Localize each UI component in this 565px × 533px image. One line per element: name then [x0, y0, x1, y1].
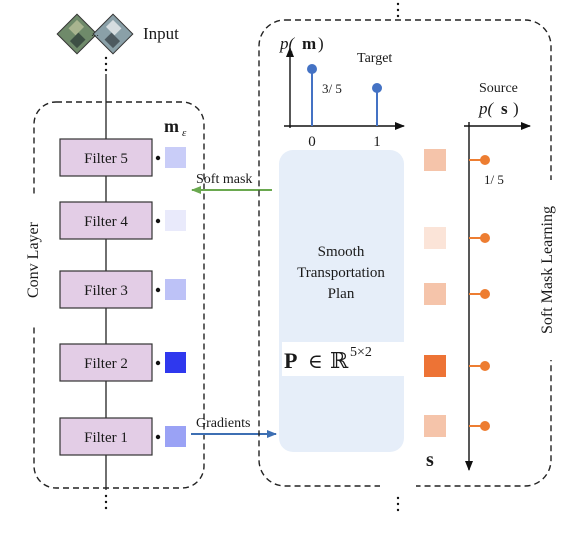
soft-mask-label: Soft mask — [196, 172, 252, 187]
input-images: ⋯ — [56, 13, 134, 55]
target-axis-label-close: ) — [318, 34, 324, 53]
filter-row: Filter 5 — [59, 138, 186, 177]
source-annotation: 1/ 5 — [484, 172, 504, 187]
source-chart: Source p( s ) 1/ 5 s — [424, 81, 531, 471]
source-stem-head — [480, 233, 490, 243]
dots-bottom-right — [396, 496, 400, 512]
multiply-dot — [155, 360, 161, 366]
target-stem-head — [372, 83, 382, 93]
mask-square — [165, 352, 186, 373]
plan-line-2: Transportation — [297, 265, 385, 281]
source-square — [424, 355, 446, 377]
mask-square — [165, 210, 186, 231]
multiply-dot — [155, 155, 161, 161]
source-stem-head — [480, 361, 490, 371]
dots-top-right — [396, 2, 400, 18]
soft-mask-learning-label: Soft Mask Learning — [539, 206, 556, 334]
plan-math-P: P — [284, 348, 297, 373]
mask-subscript: ε — [182, 127, 187, 139]
plan-line-3: Plan — [328, 286, 355, 302]
filter-label: Filter 5 — [84, 151, 128, 167]
filter-box — [59, 417, 153, 456]
target-title: Target — [357, 51, 392, 66]
mask-square — [165, 279, 186, 300]
multiply-dot — [155, 218, 161, 224]
source-stem-head — [480, 155, 490, 165]
filter-box — [59, 201, 153, 240]
target-tick-1: 1 — [373, 134, 381, 150]
mask-symbol: m — [164, 116, 179, 136]
input-label: Input — [143, 24, 179, 43]
filter-row: Filter 4 — [59, 201, 186, 240]
source-square — [424, 149, 446, 171]
filter-label: Filter 1 — [84, 430, 128, 446]
dots-top-left — [104, 56, 108, 72]
transport-plan-box — [279, 150, 404, 452]
multiply-dot — [155, 287, 161, 293]
dots-bottom-left — [104, 494, 108, 510]
target-tick-0: 0 — [308, 134, 316, 150]
source-square — [424, 283, 446, 305]
target-axis-label-var: m — [302, 34, 316, 53]
source-axis-label-var: s — [501, 99, 508, 118]
gradients-label: Gradients — [196, 416, 250, 431]
filter-box — [59, 270, 153, 309]
plan-math: P ∈ ℝ 5×2 — [284, 345, 372, 373]
target-stem-head — [307, 64, 317, 74]
mask-square — [165, 147, 186, 168]
plan-math-bg — [282, 342, 404, 376]
source-axis-label-close: ) — [513, 99, 519, 118]
filter-label: Filter 4 — [84, 214, 128, 230]
mask-square — [165, 426, 186, 447]
svg-text:⋯: ⋯ — [91, 31, 99, 40]
plan-math-exp: 5×2 — [350, 345, 372, 360]
source-title: Source — [479, 81, 518, 96]
filter-label: Filter 2 — [84, 356, 128, 372]
source-axis-label-p: p( — [478, 99, 495, 118]
filter-row: Filter 1 — [59, 417, 186, 456]
source-square — [424, 415, 446, 437]
filter-box — [59, 343, 153, 382]
source-square — [424, 227, 446, 249]
conv-layer-box — [33, 101, 205, 489]
multiply-dot — [155, 434, 161, 440]
filter-row: Filter 3 — [59, 270, 186, 309]
source-stem-head — [480, 289, 490, 299]
filter-box — [59, 138, 153, 177]
filter-label: Filter 3 — [84, 283, 128, 299]
filter-row: Filter 2 — [59, 343, 186, 382]
conv-layer-label: Conv Layer — [25, 221, 42, 298]
target-axis-label-p: p( — [279, 34, 296, 53]
plan-math-in: ∈ — [308, 351, 323, 373]
plan-line-1: Smooth — [318, 244, 365, 260]
source-symbol: s — [426, 449, 434, 471]
source-stem-head — [480, 421, 490, 431]
target-annotation: 3/ 5 — [322, 81, 342, 96]
target-chart: p( m ) Target 3/ 5 0 1 — [279, 34, 405, 150]
filters-group: Filter 5 Filter 4 Filter 3 Filter 2 Filter 1 — [59, 138, 186, 456]
plan-math-R: ℝ — [330, 348, 349, 373]
